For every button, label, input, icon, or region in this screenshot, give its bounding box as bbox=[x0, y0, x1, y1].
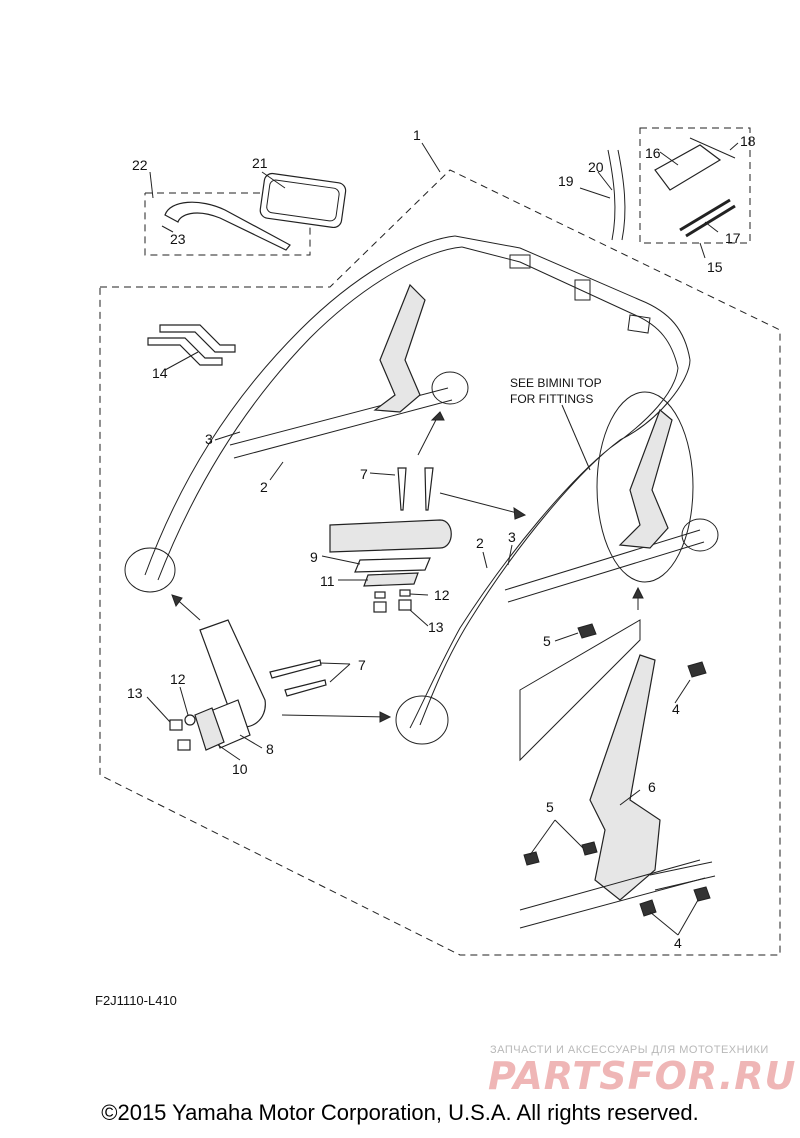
part-14-bracket bbox=[147, 337, 223, 366]
part-13-nut bbox=[177, 739, 191, 751]
part-21-mirror-glass bbox=[266, 179, 340, 222]
callout-18: 18 bbox=[740, 133, 756, 149]
callout-7: 7 bbox=[358, 657, 366, 673]
detail-circle-upper bbox=[431, 371, 469, 405]
canopy-bar bbox=[509, 254, 651, 334]
callout-2: 2 bbox=[476, 535, 484, 551]
tower-right-leg bbox=[409, 359, 691, 729]
part-4-knob bbox=[687, 661, 707, 678]
tower-mount-plate-left bbox=[373, 283, 426, 413]
part-23-grip bbox=[164, 201, 291, 251]
part-13-nut bbox=[373, 601, 387, 613]
callout-17: 17 bbox=[725, 230, 741, 246]
part-7-bolt bbox=[397, 467, 407, 511]
part-9-plate bbox=[354, 557, 431, 573]
tower-mount-plate-right bbox=[618, 408, 673, 549]
see-bimini-note-line1: SEE BIMINI TOP bbox=[510, 376, 602, 390]
callout-12: 12 bbox=[434, 587, 450, 603]
part-18-pin bbox=[689, 137, 736, 159]
part-14-bracket bbox=[159, 324, 236, 353]
arrow-head bbox=[513, 507, 527, 520]
callout-3: 3 bbox=[508, 529, 516, 545]
deck-rail-lower bbox=[519, 859, 706, 929]
part-16-strap-holder bbox=[654, 144, 722, 191]
part-13-nut bbox=[398, 599, 412, 611]
callout-5: 5 bbox=[543, 633, 551, 649]
arrow-head bbox=[632, 586, 644, 599]
leader-lines bbox=[146, 142, 739, 936]
part-12-washer bbox=[374, 591, 386, 599]
callout-3: 3 bbox=[205, 431, 213, 447]
part-5-knob bbox=[523, 851, 540, 866]
callout-4: 4 bbox=[674, 935, 682, 951]
strap-group-boundary bbox=[639, 127, 751, 244]
callout-13: 13 bbox=[127, 685, 143, 701]
part-12-washer bbox=[399, 589, 411, 597]
arrow-head bbox=[379, 711, 392, 723]
callout-11: 11 bbox=[320, 573, 335, 589]
clamp-body bbox=[329, 519, 452, 553]
watermark-logo: PARTSFOR.RU bbox=[488, 1054, 797, 1098]
callout-20: 20 bbox=[588, 159, 604, 175]
tower-cross-tube-left bbox=[229, 387, 453, 459]
copyright-notice: ©2015 Yamaha Motor Corporation, U.S.A. A… bbox=[101, 1100, 699, 1125]
tower-top-rail bbox=[454, 235, 691, 369]
callout-16: 16 bbox=[645, 145, 661, 161]
detail-circle-bottom bbox=[395, 695, 449, 745]
watermark-tagline: ЗАПЧАСТИ И АКСЕССУАРЫ ДЛЯ МОТОТЕХНИКИ bbox=[490, 1044, 769, 1056]
arrow-head bbox=[430, 411, 445, 421]
tower-left-leg bbox=[144, 235, 463, 581]
see-bimini-note-line2: FOR FITTINGS bbox=[510, 392, 593, 406]
callout-22: 22 bbox=[132, 157, 148, 173]
detail-circle-right-small bbox=[681, 518, 719, 552]
callout-7: 7 bbox=[360, 466, 368, 482]
detail-circle-right-large bbox=[596, 391, 694, 583]
part-10-plate bbox=[194, 707, 225, 751]
strap-mount-frame bbox=[607, 149, 626, 241]
rack-tube bbox=[649, 861, 716, 891]
callout-21: 21 bbox=[252, 155, 268, 171]
callout-1: 1 bbox=[413, 127, 421, 143]
deck-panel-upper bbox=[519, 619, 641, 762]
assembly-boundary bbox=[99, 169, 781, 956]
part-13-nut bbox=[169, 719, 183, 731]
callout-14: 14 bbox=[152, 365, 168, 381]
tower-cross-tube-right bbox=[504, 529, 705, 603]
arrow-to-right-leg bbox=[439, 492, 526, 516]
callout-23: 23 bbox=[170, 231, 186, 247]
part-7-bolt bbox=[424, 467, 434, 511]
callout-2: 2 bbox=[260, 479, 268, 495]
callout-13: 13 bbox=[428, 619, 444, 635]
arrow-to-bottom bbox=[281, 714, 391, 718]
part-7-bolt bbox=[284, 679, 327, 697]
callout-4: 4 bbox=[672, 701, 680, 717]
callout-15: 15 bbox=[707, 259, 723, 275]
part-4-knob bbox=[693, 886, 711, 902]
part-11-plate bbox=[363, 572, 419, 587]
part-12-washer bbox=[184, 714, 196, 726]
part-17-strap bbox=[679, 198, 736, 238]
part-5-knob bbox=[577, 623, 597, 639]
part-5-knob bbox=[581, 841, 598, 856]
callout-12: 12 bbox=[170, 671, 186, 687]
arrow-head bbox=[171, 594, 183, 608]
callout-10: 10 bbox=[232, 761, 248, 777]
part-4-knob bbox=[639, 899, 657, 917]
diagram-code: F2J1110-L410 bbox=[95, 993, 177, 1008]
detail-circle-left bbox=[124, 547, 176, 593]
callout-9: 9 bbox=[310, 549, 318, 565]
part-6-rack-arm bbox=[589, 654, 661, 901]
callout-8: 8 bbox=[266, 741, 274, 757]
callout-6: 6 bbox=[648, 779, 656, 795]
callout-19: 19 bbox=[558, 173, 574, 189]
callout-5: 5 bbox=[546, 799, 554, 815]
part-7-bolt bbox=[269, 659, 322, 679]
